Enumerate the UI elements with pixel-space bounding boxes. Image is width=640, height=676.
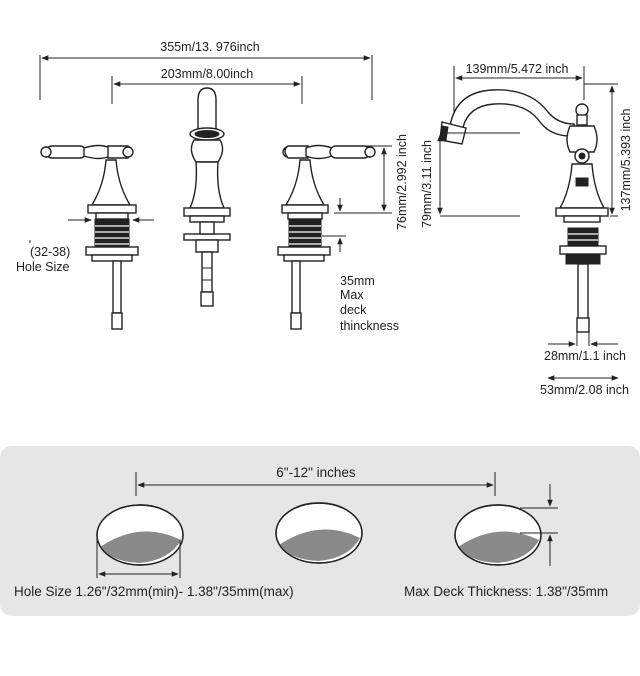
max-deck-text: Max Deck Thickness: 1.38"/35mm	[404, 584, 608, 599]
deck-thickness-line-4: thinckness	[340, 319, 399, 333]
flange-diameter-label: 53mm/2.08 inch	[540, 383, 629, 397]
deck-thickness-line-3: deck	[340, 303, 367, 317]
spout-reach-label: 139mm/5.472 inch	[466, 62, 569, 76]
handle-height-label: 76mm/2.992 inch	[395, 134, 409, 230]
spout-height-total-label: 137mm/5.393 inch	[619, 109, 633, 212]
deck-hole-right	[454, 504, 542, 566]
hole-size-range: (32-38)	[30, 245, 70, 259]
deck-thickness-line-2: Max	[340, 288, 364, 302]
center-spacing-label: 203mm/8.00inch	[161, 67, 253, 81]
overall-span-dimension: 355m/13. 976inch	[39, 40, 373, 100]
spout-side-view: 139mm/5.472 inch 79mm/3.11 inch 137mm/5.…	[420, 62, 633, 397]
right-handle-valve: 76mm/2.992 inch 35mm Max deck thinckness	[277, 134, 409, 333]
left-handle-valve: (32-38) Hole Size	[16, 144, 154, 330]
deck-thickness-line-1: 35mm	[340, 274, 375, 288]
deck-hole-left	[96, 504, 184, 566]
hole-size-label: Hole Size	[16, 260, 70, 274]
deck-hole-center	[275, 502, 363, 564]
overall-span-label: 355m/13. 976inch	[160, 40, 259, 54]
center-spout-front	[183, 87, 231, 307]
hole-size-text: Hole Size 1.26"/32mm(min)- 1.38"/35mm(ma…	[14, 584, 294, 599]
center-spacing-dimension: 203mm/8.00inch	[111, 67, 303, 104]
spacing-label: 6"-12" inches	[276, 465, 356, 480]
shank-diameter-label: 28mm/1.1 inch	[544, 349, 626, 363]
spout-height-low-label: 79mm/3.11 inch	[420, 140, 434, 228]
installation-panel: 6"-12" inches Hole Size 1.26"/32mm(min)-…	[0, 446, 640, 616]
